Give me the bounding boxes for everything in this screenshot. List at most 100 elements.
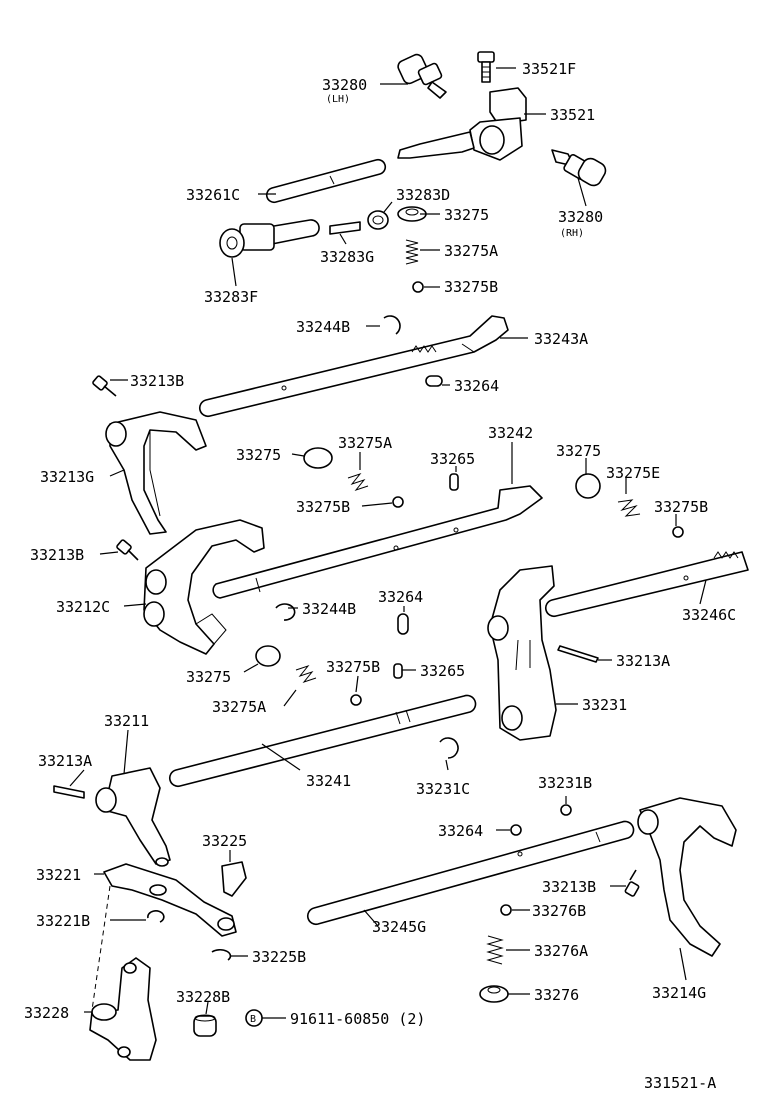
part-33242-rod <box>212 485 543 599</box>
label-33242: 33242 <box>488 424 533 442</box>
part-33245G-rod <box>306 820 635 926</box>
label-33283F: 33283F <box>204 288 258 306</box>
label-33245G: 33245G <box>372 918 426 936</box>
label-33225: 33225 <box>202 832 247 850</box>
part-33228-bracket <box>89 957 157 1061</box>
label-33275-left: 33275 <box>236 446 281 464</box>
label-33275A-top: 33275A <box>444 242 498 260</box>
part-33283D-spring <box>367 210 389 230</box>
label-33280-lh-note: (LH) <box>326 94 350 105</box>
label-33213B-mid: 33213B <box>30 546 84 564</box>
part-33244B-clip-top <box>383 315 401 335</box>
alignment-line <box>91 885 111 1011</box>
label-33228: 33228 <box>24 1004 69 1022</box>
part-33265-top <box>449 473 459 491</box>
label-33275-top: 33275 <box>444 206 489 224</box>
label-91611: 91611-60850 (2) <box>290 1010 425 1028</box>
label-33213A-left: 33213A <box>38 752 92 770</box>
part-33280-rh <box>551 149 607 187</box>
label-33244B-top: 33244B <box>296 318 350 336</box>
part-33214G-fork <box>637 797 737 957</box>
label-33225B: 33225B <box>252 948 306 966</box>
label-33211: 33211 <box>104 712 149 730</box>
part-33241-rod <box>168 694 477 788</box>
part-33213A-right <box>557 645 599 663</box>
label-33283G: 33283G <box>320 248 374 266</box>
label-33521: 33521 <box>550 106 595 124</box>
label-33264-mid: 33264 <box>378 588 423 606</box>
label-33275B-right: 33275B <box>654 498 708 516</box>
part-33244B-clip-mid <box>275 603 296 621</box>
label-33213G: 33213G <box>40 468 94 486</box>
label-33228B: 33228B <box>176 988 230 1006</box>
bolt-mark-text: B <box>250 1014 256 1025</box>
part-33264-low <box>510 824 522 836</box>
part-33231B-ball <box>560 804 572 816</box>
label-33275A-mid: 33275A <box>338 434 392 452</box>
label-33265-low: 33265 <box>420 662 465 680</box>
part-91611-bolt: B <box>245 1009 263 1027</box>
label-33280-rh: 33280 <box>558 208 603 226</box>
label-33283D: 33283D <box>396 186 450 204</box>
label-33264-low: 33264 <box>438 822 483 840</box>
label-33231: 33231 <box>582 696 627 714</box>
label-33275B-low: 33275B <box>326 658 380 676</box>
part-33211-lever <box>95 767 171 867</box>
label-33275-low: 33275 <box>186 668 231 686</box>
part-33521-lever <box>397 87 527 161</box>
part-33275-left-set <box>303 447 404 508</box>
part-33275-low-set <box>255 645 403 706</box>
part-33213B-bolt-low <box>624 869 640 897</box>
label-33213A-right: 33213A <box>616 652 670 670</box>
part-33213B-bolt-top <box>92 375 117 397</box>
part-33283G-pin <box>329 221 361 235</box>
part-33243A-rod <box>198 315 509 418</box>
label-33261C: 33261C <box>186 186 240 204</box>
part-33213A-left <box>53 785 85 799</box>
part-33213B-bolt-mid <box>116 539 139 561</box>
part-33276-cap <box>479 985 509 1003</box>
part-33280-lh <box>397 53 447 99</box>
label-33280-lh: 33280 <box>322 76 367 94</box>
diagram-id: 331521-A <box>644 1074 716 1092</box>
part-33276B-ball <box>500 904 512 916</box>
label-33231B: 33231B <box>538 774 592 792</box>
part-33225B-clip <box>211 948 232 961</box>
part-33231C-clip <box>439 737 459 759</box>
label-33275E: 33275E <box>606 464 660 482</box>
label-33244B-mid: 33244B <box>302 600 356 618</box>
part-33225 <box>221 861 247 897</box>
label-33275B-mid: 33275B <box>296 498 350 516</box>
label-33213B-low: 33213B <box>542 878 596 896</box>
label-33265-top: 33265 <box>430 450 475 468</box>
label-33241: 33241 <box>306 772 351 790</box>
part-33221B-clip <box>147 910 165 923</box>
part-33275B-ball-top <box>412 281 424 293</box>
label-33521F: 33521F <box>522 60 576 78</box>
part-33275A-top <box>405 239 419 265</box>
part-labels: 33280 (LH) 33521F 33521 33280 (RH) 33261… <box>24 60 736 1092</box>
label-33275B-top: 33275B <box>444 278 498 296</box>
part-33213G-fork <box>105 411 207 535</box>
part-33221-plate <box>103 863 237 937</box>
label-33276A: 33276A <box>534 942 588 960</box>
leader-lines <box>69 67 707 1019</box>
label-33212C: 33212C <box>56 598 110 616</box>
label-33221B: 33221B <box>36 912 90 930</box>
part-33521F-bolt <box>477 51 495 83</box>
label-33276B: 33276B <box>532 902 586 920</box>
part-33276A-spring <box>486 935 504 965</box>
label-33280-rh-note: (RH) <box>560 228 584 239</box>
label-33264-top: 33264 <box>454 377 499 395</box>
label-33275A-low: 33275A <box>212 698 266 716</box>
part-33246C-rod <box>544 551 749 618</box>
part-33261C-pin <box>265 158 387 204</box>
label-33275-right: 33275 <box>556 442 601 460</box>
label-33221: 33221 <box>36 866 81 884</box>
part-33275-right-set <box>575 473 684 538</box>
part-33231-head <box>487 565 557 741</box>
part-33228B-bushing <box>193 1014 217 1037</box>
label-33276: 33276 <box>534 986 579 1004</box>
